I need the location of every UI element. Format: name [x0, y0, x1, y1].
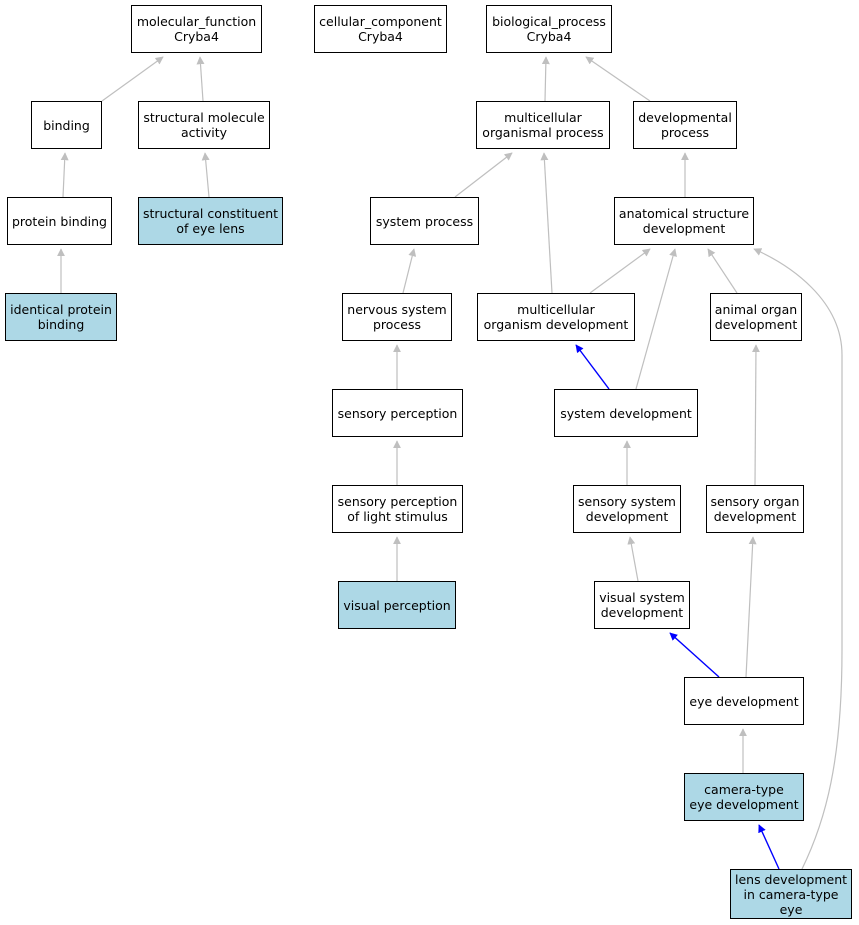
edge-multicellular-organismal-process-to-biological-process [541, 56, 550, 102]
go-node-biological-process[interactable]: biological_process Cryba4 [486, 5, 612, 53]
edge-developmental-process-to-biological-process [585, 56, 651, 102]
go-node-eye-development[interactable]: eye development [684, 677, 804, 725]
edge-system-development-to-multicellular-organism-development [575, 344, 610, 390]
go-node-sensory-system-development[interactable]: sensory system development [573, 485, 681, 533]
go-node-cellular-component[interactable]: cellular_component Cryba4 [314, 5, 447, 53]
go-node-identical-protein-binding[interactable]: identical protein binding [5, 293, 117, 341]
go-node-system-development[interactable]: system development [554, 389, 698, 437]
go-node-anatomical-structure-development[interactable]: anatomical structure development [614, 197, 754, 245]
go-node-structural-constituent-of-eye-lens[interactable]: structural constituent of eye lens [138, 197, 283, 245]
go-node-structural-molecule-activity[interactable]: structural molecule activity [138, 101, 270, 149]
edge-nervous-system-process-to-system-process [402, 248, 417, 294]
edge-sensory-organ-development-to-animal-organ-development [751, 344, 760, 486]
go-node-lens-development-in-camera-type-eye[interactable]: lens development in camera-type eye [730, 869, 852, 919]
edge-eye-development-to-sensory-organ-development [745, 536, 757, 678]
go-node-protein-binding[interactable]: protein binding [7, 197, 112, 245]
edge-system-development-to-anatomical-structure-development [635, 248, 677, 390]
go-node-visual-system-development[interactable]: visual system development [594, 581, 690, 629]
edge-animal-organ-development-to-anatomical-structure-development [707, 248, 738, 294]
edge-system-process-to-multicellular-organismal-process [454, 152, 513, 198]
edge-structural-molecule-activity-to-molecular-function [196, 56, 205, 102]
go-node-developmental-process[interactable]: developmental process [633, 101, 737, 149]
edge-visual-system-development-to-sensory-system-development [627, 536, 639, 582]
go-node-visual-perception[interactable]: visual perception [338, 581, 456, 629]
edge-lens-development-in-camera-type-eye-to-anatomical-structure-development [753, 248, 843, 870]
go-node-sensory-perception-of-light-stimulus[interactable]: sensory perception of light stimulus [332, 485, 463, 533]
edge-binding-to-molecular-function [101, 56, 164, 102]
go-node-camera-type-eye-development[interactable]: camera-type eye development [684, 773, 804, 821]
edge-eye-development-to-visual-system-development [669, 632, 720, 678]
edge-protein-binding-to-binding [60, 152, 69, 198]
go-node-multicellular-organism-development[interactable]: multicellular organism development [477, 293, 635, 341]
edge-lens-development-in-camera-type-eye-to-camera-type-eye-development [758, 824, 780, 870]
edge-multicellular-organism-development-to-anatomical-structure-development [589, 248, 651, 294]
go-node-animal-organ-development[interactable]: animal organ development [710, 293, 802, 341]
go-node-sensory-perception[interactable]: sensory perception [332, 389, 463, 437]
go-node-binding[interactable]: binding [31, 101, 102, 149]
edge-multicellular-organism-development-to-multicellular-organismal-process [540, 152, 553, 294]
go-node-molecular-function[interactable]: molecular_function Cryba4 [131, 5, 262, 53]
go-node-nervous-system-process[interactable]: nervous system process [342, 293, 452, 341]
edge-structural-constituent-of-eye-lens-to-structural-molecule-activity [201, 152, 210, 198]
go-node-sensory-organ-development[interactable]: sensory organ development [706, 485, 804, 533]
go-node-multicellular-organismal-process[interactable]: multicellular organismal process [476, 101, 610, 149]
go-node-system-process[interactable]: system process [370, 197, 479, 245]
